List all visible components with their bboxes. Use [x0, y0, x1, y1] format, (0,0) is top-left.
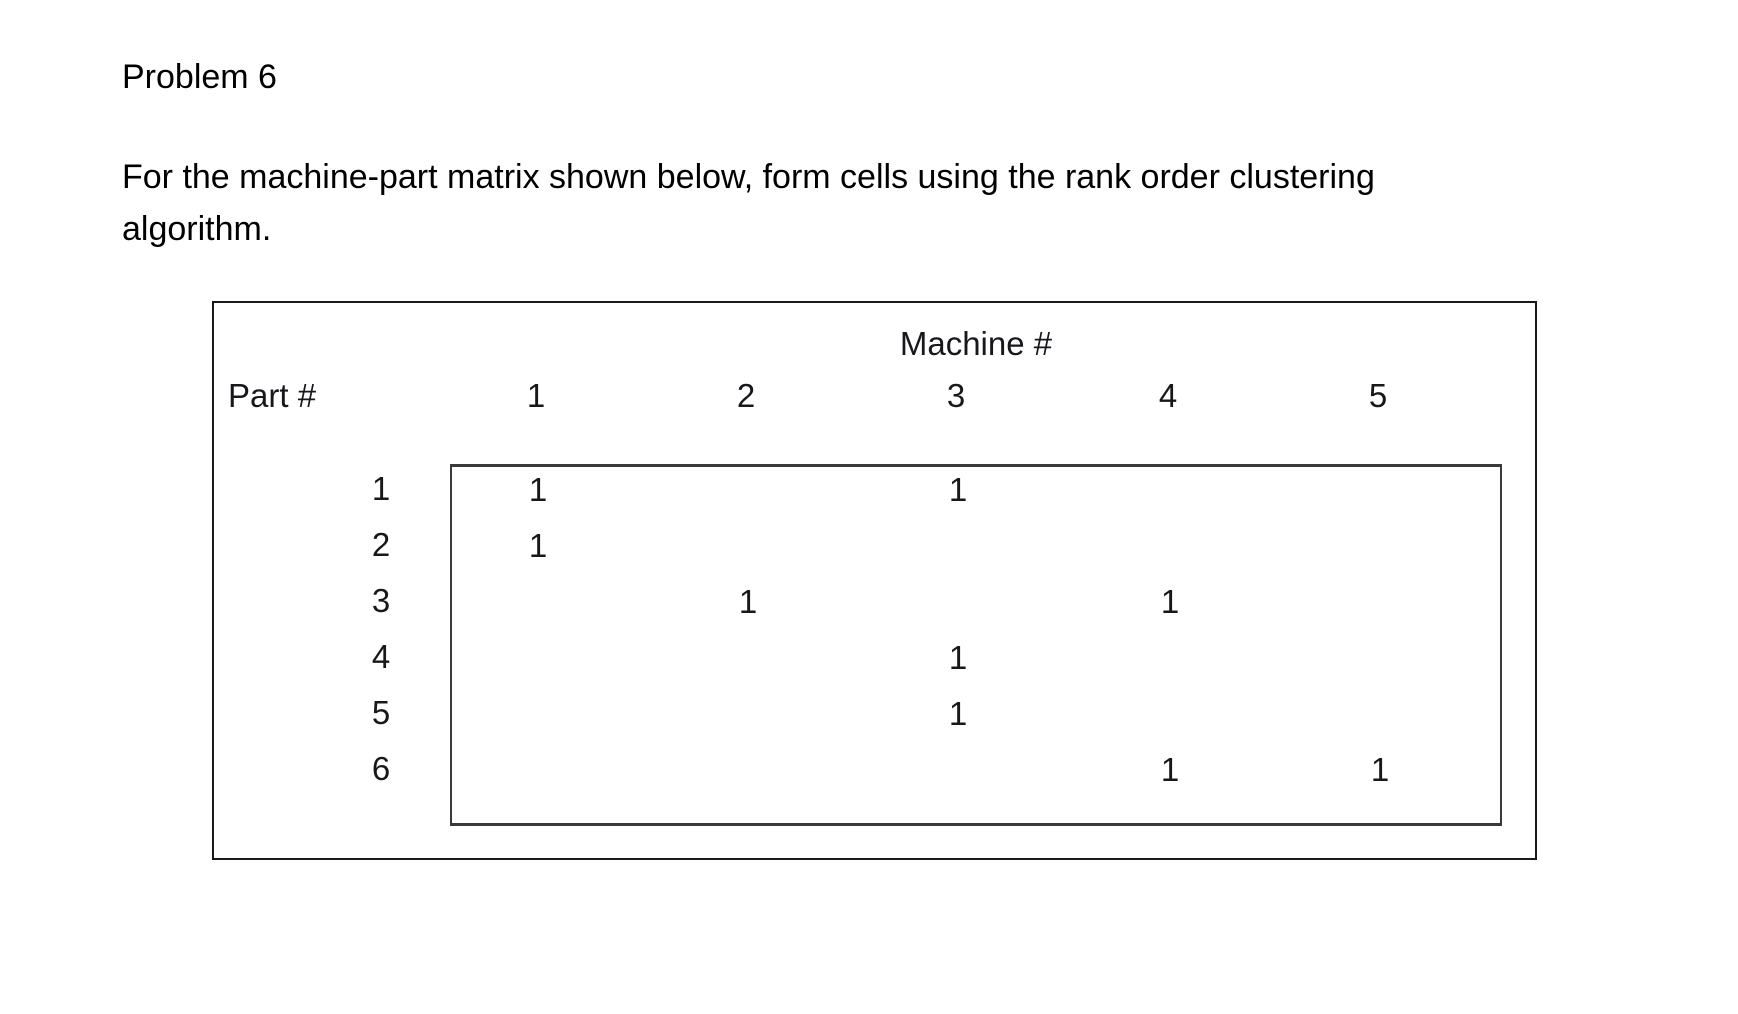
matrix-cell-p4-m3: 1: [948, 639, 968, 676]
matrix-body-box: 1 1 1 1 1 1 1 1 1: [450, 464, 1502, 826]
part-row-label-2: 2: [371, 526, 391, 563]
matrix-cell-p6-m4: 1: [1160, 751, 1180, 788]
part-row-label-4: 4: [371, 638, 391, 675]
machine-part-matrix-figure: Machine # Part # 1 2 3 4 5 1 2 3 4 5 6 1 1 1 1 1 1 1 1 1: [212, 301, 1537, 860]
matrix-cell-p2-m1: 1: [528, 527, 548, 564]
matrix-cell-p6-m5: 1: [1370, 751, 1390, 788]
machine-column-header-5: 5: [1368, 377, 1388, 414]
machine-column-header-3: 3: [946, 377, 966, 414]
matrix-cell-p5-m3: 1: [948, 695, 968, 732]
machine-column-header-2: 2: [736, 377, 756, 414]
part-row-label-5: 5: [371, 694, 391, 731]
part-row-label-6: 6: [371, 750, 391, 787]
machine-column-header-4: 4: [1158, 377, 1178, 414]
problem-statement: For the machine-part matrix shown below,…: [122, 158, 1375, 248]
part-row-label-1: 1: [371, 470, 391, 507]
part-row-label-3: 3: [371, 582, 391, 619]
matrix-cell-p1-m3: 1: [948, 471, 968, 508]
matrix-cell-p3-m4: 1: [1160, 583, 1180, 620]
part-number-label: Part #: [228, 377, 317, 414]
matrix-cell-p3-m2: 1: [738, 583, 758, 620]
machine-number-caption: Machine #: [899, 325, 1053, 362]
matrix-cell-p1-m1: 1: [528, 471, 548, 508]
matrix-header-row: Part # 1 2 3 4 5: [214, 377, 1535, 429]
machine-column-header-1: 1: [526, 377, 546, 414]
problem-title: Problem 6: [122, 58, 277, 96]
